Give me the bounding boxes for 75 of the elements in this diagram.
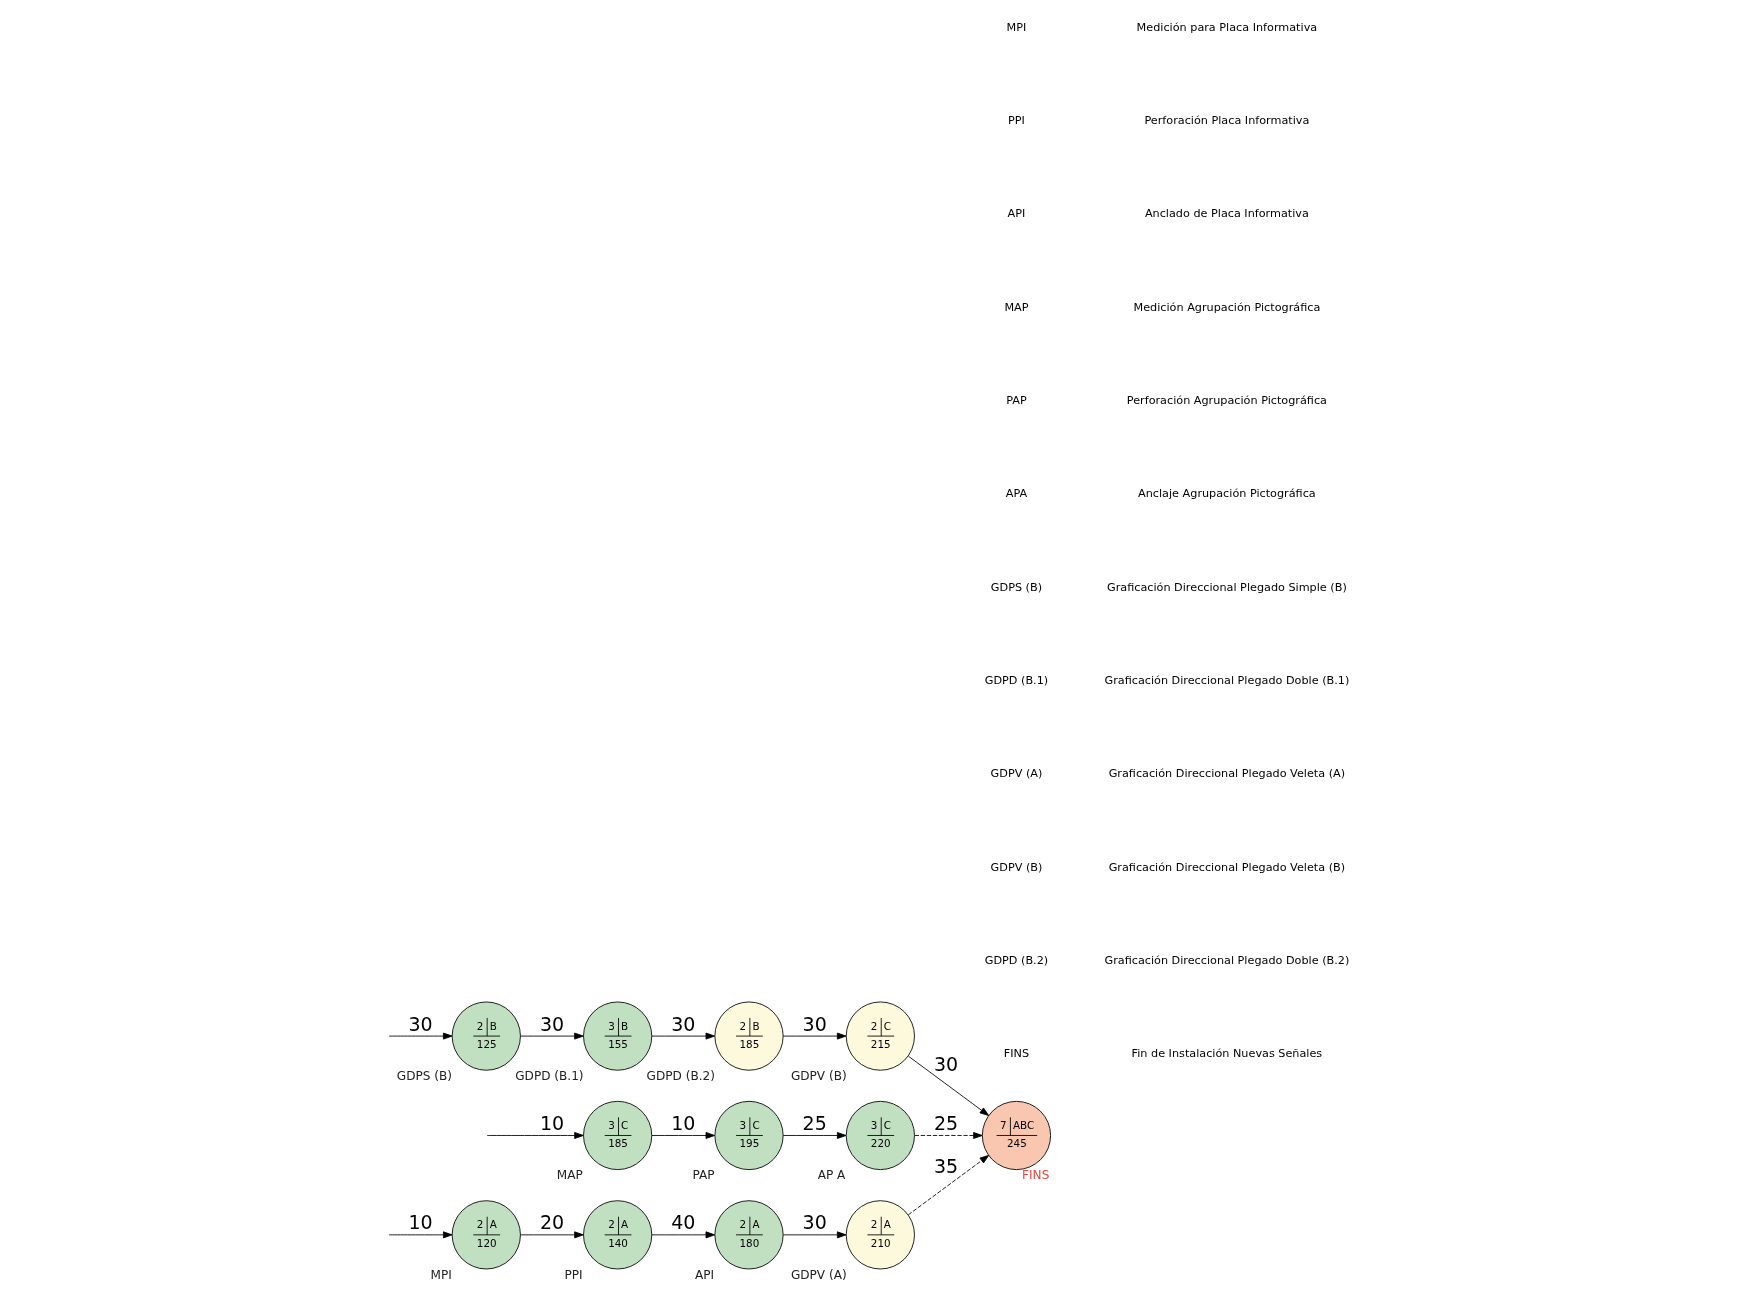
label: PPI: [1008, 113, 1025, 127]
node-label: GDPV (B): [790, 1068, 847, 1083]
node-circle: 2 A 180: [714, 1200, 784, 1270]
edge-label: 10: [408, 1211, 433, 1234]
arrow: [520, 1032, 584, 1040]
node-circle: 2 A 210: [845, 1200, 915, 1270]
label: Perforación Placa Informativa: [1144, 113, 1310, 127]
label: Graficación Direccional Plegado Simple (B): [1107, 580, 1347, 594]
arrow: [486, 1132, 584, 1139]
edge-label: 10: [539, 1111, 565, 1134]
label: GDPS (B): [990, 580, 1043, 594]
node-circle: 2 B 125: [451, 1001, 521, 1071]
edge-label: 40: [671, 1211, 696, 1234]
arrow: [782, 1032, 847, 1040]
label: Medición para Placa Informativa: [1136, 20, 1318, 34]
node-circle: 2 C 215: [845, 1001, 915, 1071]
node-circle: 3 C 185: [583, 1100, 653, 1171]
arrow: [651, 1032, 716, 1040]
node-circle: 3 B 155: [583, 1001, 653, 1071]
label: Medición Agrupación Pictográfica: [1133, 300, 1321, 314]
arrow: [782, 1231, 847, 1239]
node-label: PPI: [564, 1267, 583, 1282]
label: GDPD (B.2): [984, 953, 1049, 967]
edge-label: 30: [802, 1211, 827, 1234]
node-circle: 3 C 195: [714, 1100, 784, 1171]
arrow: [651, 1231, 716, 1239]
label: GDPD (B.1): [984, 673, 1049, 687]
label: Graficación Direccional Plegado Doble (B.1): [1104, 673, 1350, 687]
label: Perforación Agrupación Pictográfica: [1126, 393, 1327, 407]
node-label: MPI: [430, 1267, 452, 1282]
arrow: [520, 1231, 584, 1239]
arrow: [388, 1032, 453, 1040]
edge-label: 30: [408, 1012, 433, 1035]
label: APA: [1005, 487, 1028, 501]
node-circle: 2 A 140: [583, 1200, 653, 1270]
label: Graficación Direccional Plegado Veleta (B): [1108, 860, 1346, 874]
edge-label: 35: [933, 1155, 959, 1178]
node-circle: 2 B 185: [714, 1001, 784, 1071]
node-label: GDPV (A): [790, 1267, 847, 1282]
node-label: GDPD (B.2): [646, 1068, 715, 1083]
edge-label: 20: [539, 1211, 565, 1234]
label: Anclaje Agrupación Pictográfica: [1138, 487, 1316, 501]
arrow: [914, 1132, 983, 1139]
edge-label: 25: [802, 1111, 827, 1134]
arrow: [388, 1231, 453, 1239]
edge-label: 30: [539, 1012, 565, 1035]
label: Fin de Instalación Nuevas Señales: [1131, 1047, 1323, 1061]
node-label: FINS: [1022, 1168, 1050, 1183]
node-circle: 2 A 120: [451, 1200, 521, 1270]
node-label: GDPS (B): [396, 1068, 453, 1083]
edge-label: 30: [802, 1012, 827, 1035]
label: GDPV (A): [990, 767, 1043, 781]
label: MPI: [1006, 20, 1027, 34]
edge-label: 30: [933, 1053, 959, 1076]
edge-label: 10: [671, 1111, 696, 1134]
label: API: [1007, 207, 1026, 221]
label: MAP: [1004, 300, 1029, 314]
label: FINS: [1003, 1047, 1030, 1061]
edge-label: 25: [933, 1111, 959, 1134]
node-label: GDPD (B.1): [515, 1068, 584, 1083]
node-circle: 3 C 220: [845, 1100, 915, 1171]
node-label: PAP: [692, 1168, 715, 1183]
label: Anclado de Placa Informativa: [1144, 207, 1309, 221]
label: Graficación Direccional Plegado Veleta (A): [1108, 767, 1346, 781]
arrow: [782, 1132, 847, 1139]
arrow: [908, 1055, 990, 1116]
edge-label: 30: [671, 1012, 696, 1035]
label: GDPV (B): [990, 860, 1043, 874]
arrow: [908, 1154, 990, 1216]
node-label: API: [695, 1267, 715, 1282]
label: Graficación Direccional Plegado Doble (B.2): [1104, 953, 1350, 967]
label: PAP: [1006, 393, 1027, 407]
node-label: MAP: [556, 1168, 583, 1183]
arrow: [651, 1132, 716, 1139]
node-label: AP A: [817, 1168, 846, 1183]
